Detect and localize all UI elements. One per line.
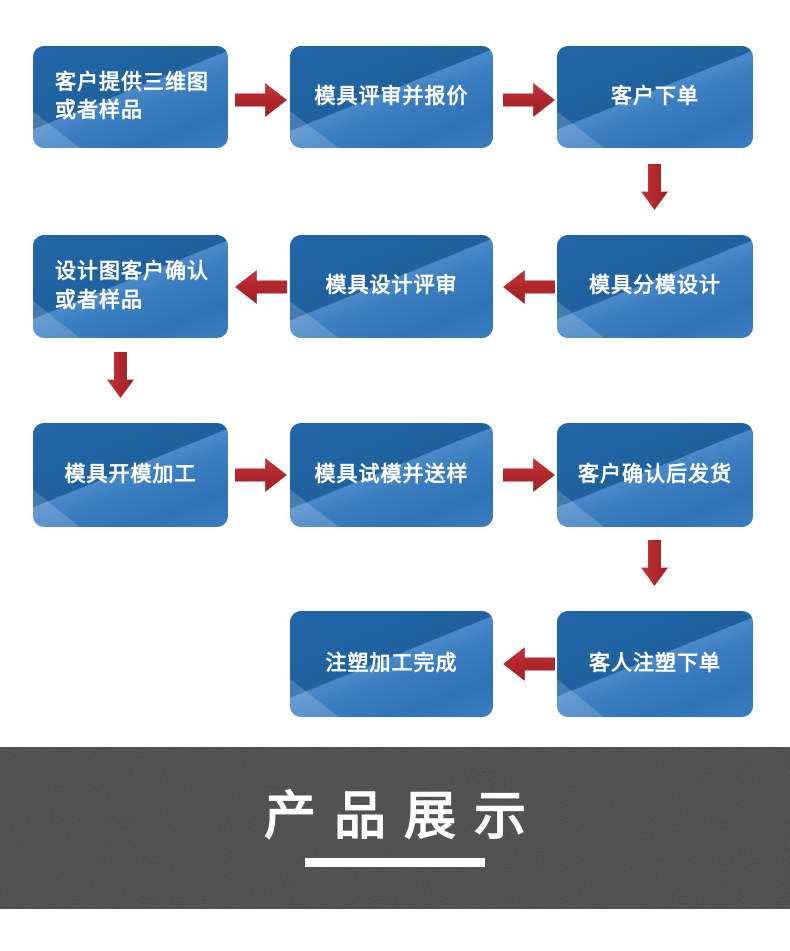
- flow-step-design-customer-confirm: 设计图客户确认 或者样品: [33, 235, 228, 338]
- banner-underline: [305, 858, 485, 868]
- flow-step-mold-parting-design: 模具分模设计: [557, 235, 753, 338]
- arrow-right-icon: [235, 83, 287, 117]
- arrow-down-icon: [641, 540, 668, 586]
- banner-title: 产品展示: [263, 787, 544, 846]
- arrow-right-icon: [503, 458, 555, 492]
- flow-step-customer-provides-3d-drawing: 客户提供三维图 或者样品: [33, 46, 228, 148]
- arrow-right-icon: [503, 83, 555, 117]
- arrow-down-icon: [641, 164, 668, 210]
- flow-step-mold-review-quote: 模具评审并报价: [290, 46, 493, 148]
- flow-step-customer-confirm-ship: 客户确认后发货: [557, 423, 753, 527]
- flow-step-mold-making: 模具开模加工: [33, 423, 228, 527]
- flow-step-mold-trial-sample: 模具试模并送样: [290, 423, 493, 527]
- flow-step-customer-order: 客户下单: [557, 46, 753, 148]
- arrow-left-icon: [503, 647, 555, 681]
- flow-step-customer-injection-order: 客人注塑下单: [557, 611, 753, 717]
- arrow-right-icon: [235, 458, 287, 492]
- flow-step-injection-complete: 注塑加工完成: [290, 611, 493, 717]
- arrow-left-icon: [235, 270, 287, 304]
- arrow-left-icon: [503, 270, 555, 304]
- arrow-down-icon: [107, 352, 134, 398]
- product-display-banner: 产品展示: [0, 747, 790, 909]
- flow-step-mold-design-review: 模具设计评审: [290, 235, 493, 338]
